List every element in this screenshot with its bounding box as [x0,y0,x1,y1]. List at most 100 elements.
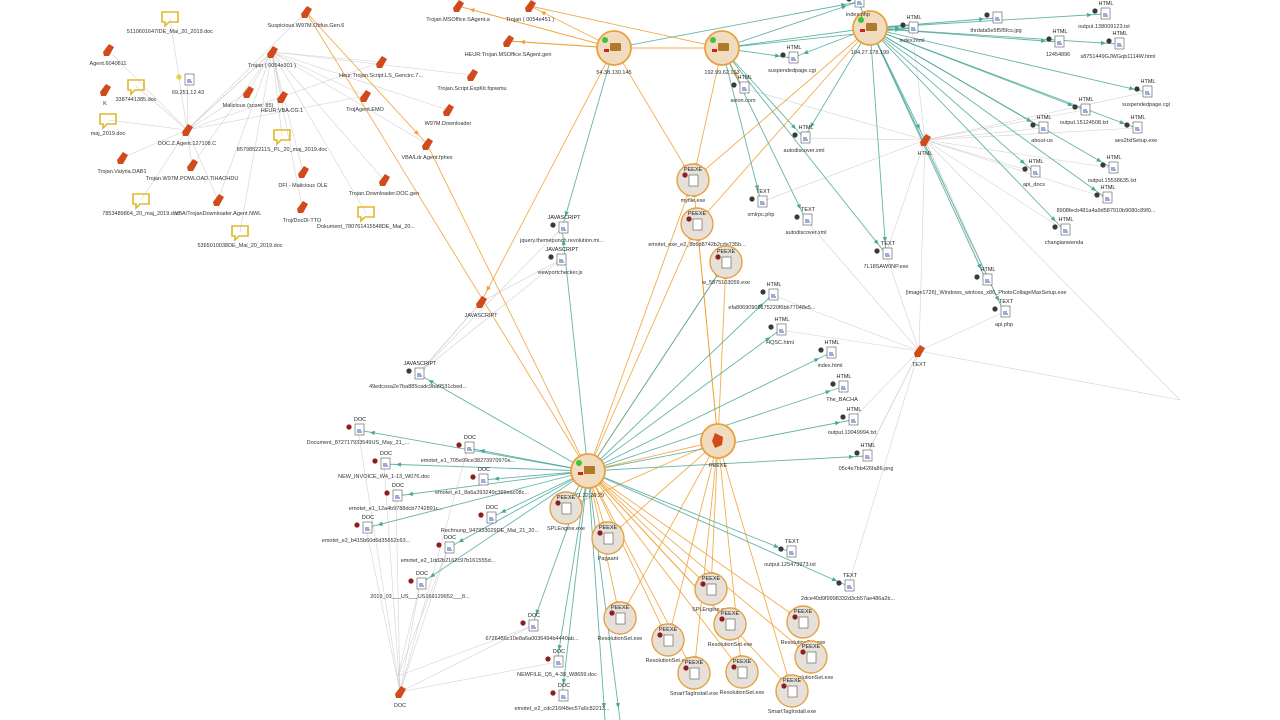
detection-flag-html[interactable]: HTML [918,134,933,157]
detection-flag-powload[interactable]: Trojan.W97M.POWLOAD.TIHAOHDU [146,159,239,182]
detection-flag-mal85[interactable]: Malicious (score: 85) [223,86,274,109]
file-node-emo_e1_12a[interactable]: DOCemotet_e1_12a4b9788dcb7742891c... [349,483,444,512]
detection-flag-generic[interactable]: Heur:Trojan.Script.LS_Gencirc.7... [339,56,423,79]
comment-node-3387[interactable]: 3387441385.doc [116,79,157,103]
file-node-rechnung[interactable]: DOCRechnung_947933029DE_Mai_21_20... [441,505,540,534]
detection-flag-expkit[interactable]: Trojan.Script.ExpKit.fqowmu [437,69,507,92]
hub-node-192[interactable]: 192.99.62.163 [704,30,740,76]
detection-flag-vbadl[interactable]: VBA/TrojanDownloader.Agent.NWL [175,194,262,217]
detection-flag-vbaldr[interactable]: VBA/Ldr.Agent.fphes [401,138,453,161]
hub-node-54[interactable]: 54.38.130.145 [596,30,632,76]
file-node-8908[interactable]: HTML8908fecb481a4a9d587910b9080c89f0... [1057,185,1156,214]
file-node-69[interactable]: 69.251.12.43 [172,73,204,96]
file-node-6726[interactable]: DOC6726456c10e8a6a0036494b4440ab... [486,613,579,642]
file-node-image[interactable]: HTML{image1726}_Windows_wintoss_x86_Phot… [906,267,1067,296]
file-node-doc872[interactable]: DOCDocument_872717933549US_May_21_... [307,417,410,446]
file-node-49ed[interactable]: JAVASCRIPT49edcosa2e7ba885cadc9ba0531cbe… [369,361,467,390]
file-node-efa[interactable]: HTMLefa80690908175220f6bb77048e5... [728,282,816,311]
file-node-emo_e1_8a6[interactable]: DOCemotet_e1_8a6a393249c369eac08c... [435,467,529,496]
detection-flag-w97dl[interactable]: W97M.Downloader [425,104,472,127]
detection-flag-agent[interactable]: Trojan.MSOffice.SAgent.a [426,0,491,23]
graph-edge-146 [561,47,615,229]
comment-node-5110[interactable]: 5110601647IDE_Mai_20_2019.doc [127,11,213,35]
hub-node-104[interactable]: 104.27.178.199 [851,10,889,56]
comment-node-doc780[interactable]: Dokument_780761415548DE_Mai_20... [317,206,416,230]
comment-node-7853[interactable]: 7853489864_20_maj_2019.doc [102,193,180,217]
detection-flag-emo[interactable]: TrojAgent.EMO [346,90,385,113]
detection-flag-dldoc[interactable]: Trojan.Downloader.DOC.gen [349,174,419,197]
detection-flag-dfi[interactable]: DFI - Malicious OLE [278,166,328,189]
detection-flag-docz[interactable]: DOC.Z.Agent.127108.C [158,124,216,147]
detection-flag-trj451[interactable]: Trojan ( 0054e451 ) [506,0,554,23]
file-node-emo_e2_1dd[interactable]: DOCemotet_e2_1dd2b2162c97b161555d... [401,535,496,564]
detection-flag-valyria[interactable]: Trojan.Valyria.DAB1 [97,152,147,175]
hub-node-171[interactable]: 171.22.26.29 [570,453,606,499]
file-node-index_php[interactable]: index.php [846,0,870,18]
file-node-jquery[interactable]: JAVASCRIPTjquery.themepunch.revolution.m… [519,215,604,244]
detection-flag-agent604[interactable]: Agent.6040611 [90,44,127,67]
detection-flag-gen6[interactable]: Suspicious.W97M.Obfus.Gen.6 [268,6,345,29]
detection-flag-k[interactable]: K [100,84,111,107]
detection-flag-text[interactable]: TEXT [912,345,927,368]
detection-flag-heur[interactable]: HEUR:Trojan.MSOffice.SAgent.gen [465,35,552,58]
detection-flag-trj301[interactable]: Trojan ( 0054e301 ) [248,46,296,69]
hub-node-peexe[interactable]: PEEXE [700,423,736,469]
detection-flag-doc[interactable]: DOC [394,686,406,709]
file-node-thrdata[interactable]: thrdata5e5f5f5fcs.jpg [970,11,1022,34]
file-node-emo_e2_b415[interactable]: DOCemotet_e2_b415b60d6d35652c63... [322,515,411,544]
detection-flag-trodoc[interactable]: Troj/DocDl-TTO [283,201,322,224]
file-node-emo_e2_cdc[interactable]: DOCemotet_e2_cdc216f48ec57a6c82213... [514,683,610,712]
graph-edge-38 [357,429,401,693]
file-node-2019[interactable]: DOC2019_03___US___US169129652___8... [370,571,470,600]
comment-node-8579[interactable]: 8579852211S_PL_20_maj_2019.doc [237,129,328,153]
detection-flag-vbacg[interactable]: HEUR:VBA.CG.1 [261,91,303,114]
file-node-emo_e1_705[interactable]: DOCemotet_e1_705e99ce38273970970e... [421,435,516,464]
comment-node-5365[interactable]: 5365010038DE_Mai_20_2019.doc [197,225,283,249]
file-node-2dce[interactable]: TEXT2dce40d9f9998332d3cb57ae486a2b... [801,573,896,602]
file-node-emotet_e2[interactable]: PEEXEemotet_exe_e2_8b6d8742b2cde735b... [648,207,746,248]
detection-flag-js[interactable]: JAVASCRIPT [464,296,498,319]
comment-node-maj[interactable]: maj_2019.doc [91,113,126,137]
